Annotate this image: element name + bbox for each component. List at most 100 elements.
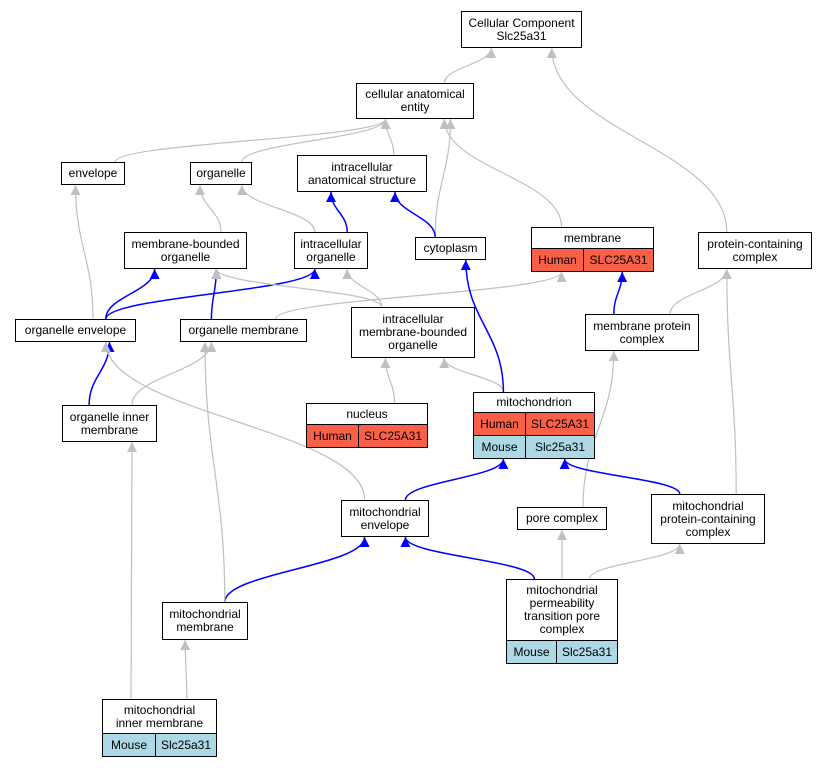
edge-organelle-to-cae (241, 118, 391, 163)
annotation-row: Mouse Slc25a31 (507, 640, 617, 663)
node-cellular-anatomical-entity[interactable]: cellular anatomical entity (356, 83, 474, 119)
gene-symbol: SLC25A31 (584, 249, 653, 271)
annotation-row: Human SLC25A31 (474, 412, 594, 435)
node-label: membrane-bounded organelle (131, 236, 240, 264)
node-membrane[interactable]: membrane Human SLC25A31 (531, 227, 654, 272)
node-mitochondrion[interactable]: mitochondrion Human SLC25A31 Mouse Slc25… (473, 392, 595, 459)
edge-menv-to-oenv (100, 341, 366, 501)
node-protein-containing-complex[interactable]: protein-containing complex (698, 232, 812, 269)
node-label: cellular anatomical entity (365, 87, 465, 114)
node-label: Cellular Component Slc25a31 (468, 15, 575, 43)
gene-symbol: Slc25a31 (526, 436, 594, 458)
node-intracellular-organelle[interactable]: intracellular organelle (294, 232, 368, 269)
node-mitochondrial-protein-containing-complex[interactable]: mitochondrial protein-containing complex (651, 494, 765, 544)
edge-cae-to-root (443, 47, 497, 84)
node-label: mitochondrial permeability transition po… (523, 583, 601, 636)
edge-imbo-to-mbo (211, 268, 383, 308)
species-mouse: Mouse (103, 734, 156, 756)
edge-oim-to-oenv (88, 341, 115, 406)
edge-oenv-to-envelope (70, 184, 94, 320)
node-label: membrane protein complex (593, 318, 691, 346)
species-human: Human (532, 249, 584, 271)
node-label: organelle envelope (24, 323, 127, 337)
edge-pore-to-mpc (582, 350, 619, 508)
node-label: mitochondrial envelope (349, 504, 421, 532)
edge-mbo-to-organelle (195, 184, 222, 233)
node-organelle-envelope[interactable]: organelle envelope (15, 319, 136, 342)
edge-mim-to-mmem (180, 639, 191, 700)
edge-envelope-to-cae (114, 118, 391, 163)
annotation-row: Human SLC25A31 (307, 424, 427, 447)
node-label: mitochondrial inner membrane (115, 702, 204, 730)
node-mitochondrial-inner-membrane[interactable]: mitochondrial inner membrane Mouse Slc25… (102, 699, 217, 757)
node-mitochondrial-permeability-transition-pore-complex[interactable]: mitochondrial permeability transition po… (506, 579, 618, 664)
species-mouse: Mouse (507, 641, 557, 663)
edge-mptp-to-mpcc (589, 543, 685, 580)
annotation-row: Mouse Slc25a31 (474, 435, 594, 458)
edge-io-to-ias (326, 191, 348, 233)
node-pore-complex[interactable]: pore complex (517, 507, 607, 530)
node-mitochondrial-envelope[interactable]: mitochondrial envelope (341, 500, 429, 537)
node-organelle[interactable]: organelle (190, 162, 252, 185)
edge-membrane-to-cae (439, 118, 563, 228)
edge-cytoplasm-to-ias (390, 191, 436, 238)
node-membrane-protein-complex[interactable]: membrane protein complex (585, 314, 699, 351)
edge-oenv-to-io (105, 268, 320, 320)
edge-mito-to-imbo (439, 357, 504, 393)
node-membrane-bounded-organelle[interactable]: membrane-bounded organelle (124, 232, 247, 269)
species-mouse: Mouse (474, 436, 526, 458)
node-label: intracellular organelle (300, 236, 362, 264)
node-label: intracellular membrane-bounded organelle (358, 312, 468, 352)
node-label: protein-containing complex (707, 236, 803, 264)
node-cytoplasm[interactable]: cytoplasm (415, 237, 486, 260)
node-cellular-component[interactable]: Cellular Component Slc25a31 (461, 11, 582, 48)
edge-mito-to-cytoplasm (460, 259, 505, 393)
node-label: intracellular anatomical structure (307, 159, 417, 187)
edge-cytoplasm-to-cae (434, 118, 456, 238)
node-label: organelle inner membrane (69, 409, 150, 437)
node-intracellular-anatomical-structure[interactable]: intracellular anatomical structure (297, 155, 427, 192)
edge-nucleus-to-imbo (380, 357, 396, 404)
node-intracellular-membrane-bounded-organelle[interactable]: intracellular membrane-bounded organelle (351, 307, 475, 358)
annotation-row: Mouse Slc25a31 (103, 733, 216, 756)
edge-mpc-to-pcc (669, 268, 732, 315)
edge-omem-to-membrane (275, 271, 567, 320)
node-label: membrane (563, 230, 622, 245)
edge-imbo-to-io (342, 268, 383, 308)
node-organelle-inner-membrane[interactable]: organelle inner membrane (62, 405, 157, 442)
edge-mptp-to-menv (400, 536, 536, 580)
node-label: pore complex (525, 511, 599, 525)
edge-mmem-to-menv (224, 536, 370, 603)
species-human: Human (474, 413, 526, 435)
node-label: cytoplasm (423, 241, 478, 255)
node-nucleus[interactable]: nucleus Human SLC25A31 (306, 403, 428, 448)
edge-pcc-to-root (546, 47, 728, 233)
gene-symbol: SLC25A31 (526, 413, 594, 435)
node-label: nucleus (346, 406, 388, 421)
node-envelope[interactable]: envelope (61, 162, 125, 185)
edge-oim-to-omem (131, 341, 217, 406)
node-label: envelope (68, 166, 118, 180)
gene-symbol: SLC25A31 (359, 425, 427, 447)
edge-ias-to-cae (380, 118, 395, 156)
node-label: mitochondrial membrane (169, 607, 241, 634)
edge-mpcc-to-mito (559, 458, 681, 495)
node-label: organelle (196, 166, 246, 180)
edge-mim-to-oim (126, 441, 137, 700)
edge-mpc-to-membrane (613, 271, 628, 315)
gene-symbol: Slc25a31 (156, 734, 216, 756)
node-organelle-membrane[interactable]: organelle membrane (180, 319, 307, 342)
edge-mmem-to-omem (200, 341, 226, 603)
annotation-row: Human SLC25A31 (532, 248, 653, 271)
gene-symbol: Slc25a31 (557, 641, 617, 663)
edge-io-to-organelle (237, 184, 316, 233)
node-label: mitochondrial protein-containing complex (660, 498, 756, 539)
edge-menv-to-mito (404, 458, 509, 501)
node-label: mitochondrion (496, 395, 572, 409)
edge-mpcc-to-pcc (721, 268, 737, 495)
node-label: organelle membrane (188, 323, 299, 337)
node-mitochondrial-membrane[interactable]: mitochondrial membrane (162, 602, 248, 640)
species-human: Human (307, 425, 359, 447)
